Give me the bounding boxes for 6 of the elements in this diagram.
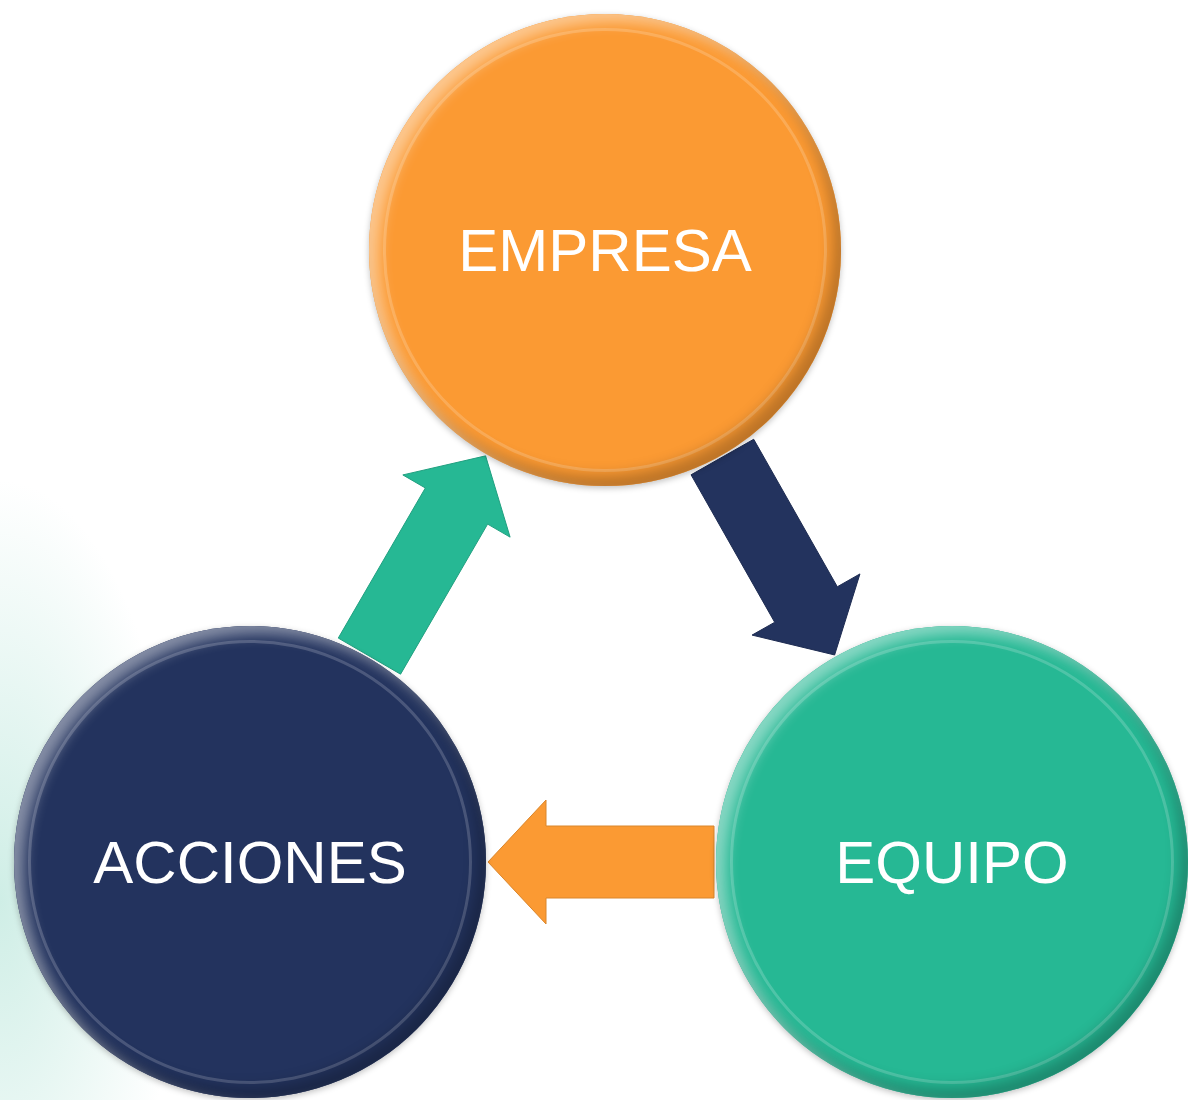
- node-label: EMPRESA: [458, 215, 752, 285]
- block-arrow: [487, 799, 715, 925]
- block-arrow: [337, 455, 511, 675]
- block-arrow: [690, 438, 861, 656]
- node-label: EQUIPO: [835, 827, 1069, 897]
- node-label: ACCIONES: [93, 827, 407, 897]
